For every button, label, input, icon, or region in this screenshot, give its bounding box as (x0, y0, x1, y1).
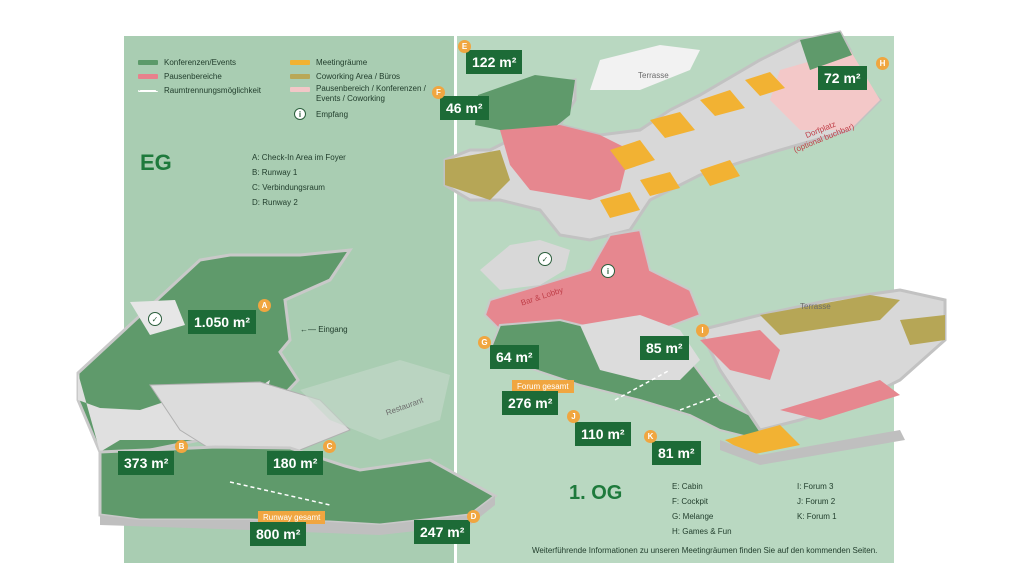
og-room-i: I: Forum 3 (797, 482, 834, 491)
og-room-j: J: Forum 2 (797, 497, 836, 506)
area-label-a: 1.050 m² (188, 310, 257, 334)
area-label-g: 64 m² (490, 345, 539, 369)
legend-label-room-divider: Raumtrennungsmöglichkeit (164, 86, 261, 95)
legend-mixed-use: Pausenbereich / Konferenzen / Events / C… (290, 84, 426, 104)
area-label-c: 180 m² (267, 451, 324, 475)
legend-label-coworking: Coworking Area / Büros (316, 72, 401, 81)
legend-label-breaks: Pausenbereiche (164, 72, 222, 81)
og-title: 1. OG (569, 482, 623, 504)
og-room-k: K: Forum 1 (797, 512, 837, 521)
terrace-top-label: Terrasse (638, 71, 669, 80)
og-floor-plan (443, 30, 947, 465)
area-label-i: 85 m² (640, 336, 689, 360)
area-label-h: 72 m² (818, 66, 867, 90)
arrow-left-icon: ←— (300, 325, 316, 334)
eg-title: EG (140, 150, 172, 175)
marker-k: K (644, 430, 657, 443)
terrace-right-label: Terrasse (800, 302, 831, 311)
marker-i: I (696, 324, 709, 337)
cloakroom-icon: ✓ (148, 312, 162, 326)
runway-total-label: Runway gesamt (258, 511, 326, 524)
legend-swatch-conferences (138, 60, 158, 65)
og-room-f: F: Cockpit (672, 497, 709, 506)
marker-a: A (258, 299, 271, 312)
area-label-f: 46 m² (440, 96, 489, 120)
marker-h: H (876, 57, 889, 70)
marker-j: J (567, 410, 580, 423)
legend-swatch-mixed (290, 87, 310, 92)
eg-room-list: A: Check-In Area im Foyer B: Runway 1 C:… (252, 150, 346, 210)
area-label-e: 122 m² (466, 50, 523, 74)
legend-breaks: Pausenbereiche (138, 72, 222, 81)
marker-b: B (175, 440, 188, 453)
legend-room-divider: Raumtrennungsmöglichkeit (138, 86, 261, 95)
legend-swatch-breaks (138, 74, 158, 79)
og-room-h: H: Games & Fun (672, 527, 732, 536)
legend-meeting-rooms: Meetingräume (290, 58, 367, 67)
info-icon: i (294, 108, 306, 120)
marker-g: G (478, 336, 491, 349)
eg-room-b: B: Runway 1 (252, 168, 298, 177)
legend-swatch-coworking (290, 74, 310, 79)
eg-room-a: A: Check-In Area im Foyer (252, 153, 346, 162)
eg-floor-plan (76, 248, 498, 535)
marker-f: F (432, 86, 445, 99)
eg-room-d: D: Runway 2 (252, 198, 298, 207)
legend-conferences: Konferenzen/Events (138, 58, 236, 67)
footnote: Weiterführende Informationen zu unseren … (532, 546, 878, 555)
legend-label-conferences: Konferenzen/Events (164, 58, 237, 67)
legend-reception: i Empfang (294, 108, 348, 120)
legend-label-mixed: Pausenbereich / Konferenzen / Events / C… (316, 84, 426, 103)
marker-e: E (458, 40, 471, 53)
marker-c: C (323, 440, 336, 453)
entrance-text: Eingang (318, 325, 348, 334)
runway-total-size: 800 m² (250, 522, 307, 546)
og-room-list-a: E: Cabin F: Cockpit G: Melange H: Games … (672, 479, 732, 539)
forum-total-label: Forum gesamt (512, 380, 574, 393)
area-label-k: 81 m² (652, 441, 701, 465)
forum-total-size: 276 m² (502, 391, 559, 415)
og-room-g: G: Melange (672, 512, 714, 521)
entrance-label: ←— Eingang (300, 325, 348, 334)
cloakroom-icon-og: ✓ (538, 252, 552, 266)
legend-label-reception: Empfang (316, 109, 349, 119)
reception-info-icon: i (601, 264, 615, 278)
legend-swatch-meeting (290, 60, 310, 65)
marker-d: D (467, 510, 480, 523)
legend-coworking: Coworking Area / Büros (290, 72, 400, 81)
legend-dashed-line-icon (138, 89, 158, 92)
og-room-list-b: I: Forum 3 J: Forum 2 K: Forum 1 (797, 479, 837, 524)
og-room-e: E: Cabin (672, 482, 703, 491)
area-label-d: 247 m² (414, 520, 471, 544)
eg-room-c: C: Verbindungsraum (252, 183, 325, 192)
area-label-b: 373 m² (118, 451, 175, 475)
area-label-j: 110 m² (575, 422, 631, 446)
legend-label-meeting: Meetingräume (316, 58, 368, 67)
